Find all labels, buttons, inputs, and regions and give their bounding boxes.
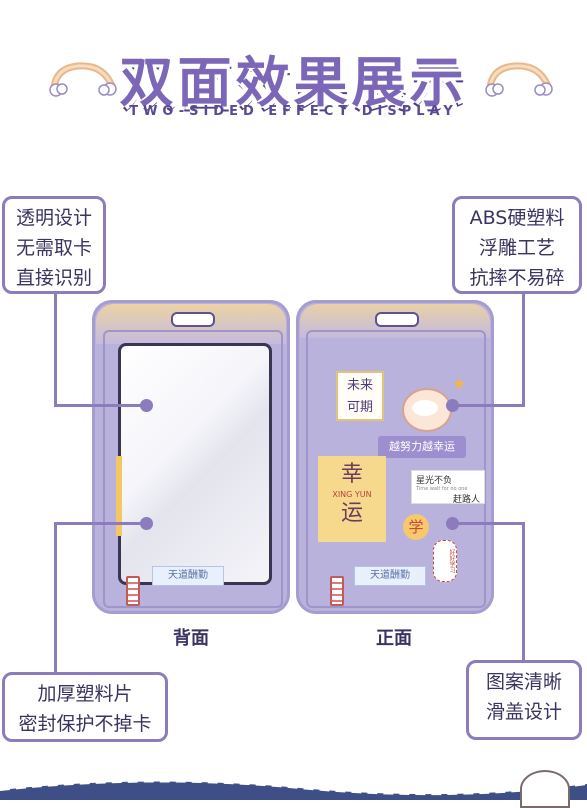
back-battery-icon — [126, 576, 140, 606]
feature-box-abs: ABS硬塑料 浮雕工艺 抗摔不易碎 — [452, 196, 582, 294]
cat-mascot-icon — [520, 770, 570, 808]
connector-line — [452, 404, 525, 407]
star-icon: ★ — [452, 374, 467, 393]
feature-line: 密封保护不掉卡 — [18, 713, 152, 735]
front-battery-icon — [330, 576, 344, 606]
connector-dot — [140, 399, 153, 412]
bottom-wave-decoration — [0, 780, 587, 800]
sticker-text: Time wait for no one — [416, 486, 468, 492]
feature-line: 无需取卡 — [15, 237, 92, 259]
caption-front: 正面 — [376, 628, 412, 649]
sticker-study: 学 — [403, 514, 429, 540]
card-back-inner-frame — [103, 330, 283, 608]
feature-line: 直接识别 — [15, 267, 92, 289]
page-title: 双面效果展示 — [119, 51, 468, 114]
sticker-stars: 星光不负 Time wait for no one 赶路人 — [411, 470, 485, 505]
connector-dot — [140, 517, 153, 530]
feature-line: 滑盖设计 — [485, 701, 562, 723]
card-back-slot — [171, 312, 215, 327]
connector-line — [54, 522, 144, 525]
left-cloud-icon — [49, 62, 117, 97]
back-window — [118, 343, 272, 585]
feature-box-thick-plastic: 加厚塑料片 密封保护不掉卡 — [2, 672, 168, 742]
sticker-text: 星光不负 — [416, 476, 453, 486]
sticker-lucky-char: 运 — [340, 501, 363, 526]
sticker-study-tag: 好好学习 — [433, 540, 457, 582]
sticker-lucky: 幸 XING YUN 运 — [318, 456, 386, 542]
right-cloud-icon — [485, 62, 553, 97]
sticker-lucky-char: 幸 — [340, 462, 363, 487]
feature-box-clear-pattern: 图案清晰 滑盖设计 — [466, 660, 582, 740]
connector-line — [54, 404, 144, 407]
back-diligent-sticker: 天道酬勤 — [152, 566, 224, 586]
sticker-text: 赶路人 — [452, 495, 480, 505]
connector-line — [54, 294, 57, 407]
feature-line: ABS硬塑料 — [469, 207, 565, 229]
feature-line: 透明设计 — [15, 207, 92, 229]
sticker-effort: 越努力越幸运 — [378, 436, 466, 458]
connector-line — [522, 294, 525, 407]
connector-line — [522, 522, 525, 660]
feature-line: 抗摔不易碎 — [469, 267, 565, 289]
page-subtitle: TWO-SIDED EFFECT DISPLAY — [129, 104, 458, 119]
connector-dot — [446, 517, 459, 530]
sticker-future: 未来 可期 — [336, 371, 384, 421]
sticker-text: 未来 — [346, 378, 373, 393]
sticker-lucky-pinyin: XING YUN — [332, 490, 372, 499]
feature-line: 图案清晰 — [485, 671, 562, 693]
caption-back: 背面 — [173, 628, 209, 649]
connector-dot — [446, 399, 459, 412]
feature-box-transparent: 透明设计 无需取卡 直接识别 — [2, 196, 106, 294]
feature-line: 加厚塑料片 — [37, 683, 133, 705]
sticker-diligent: 天道酬勤 — [354, 566, 426, 586]
card-front-slot — [375, 312, 419, 327]
card-front-inner-frame — [306, 330, 486, 608]
sticker-text: 可期 — [346, 400, 373, 415]
hamster-face-icon — [412, 400, 438, 416]
connector-line — [452, 522, 525, 525]
back-sticker-yellow — [116, 456, 122, 536]
connector-line — [54, 522, 57, 672]
feature-line: 浮雕工艺 — [478, 237, 555, 259]
